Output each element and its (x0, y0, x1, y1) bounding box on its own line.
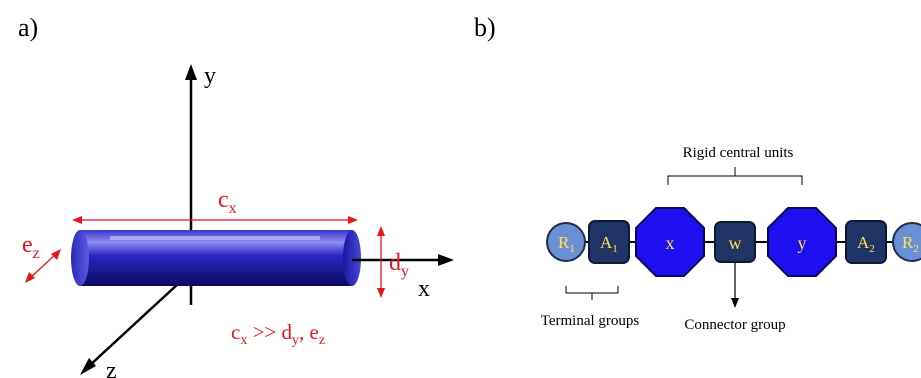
svg-text:w: w (729, 233, 742, 253)
depth-subscript: z (33, 245, 40, 262)
terminal-groups-bracket (565, 286, 619, 300)
panel-a-label: a) (18, 13, 38, 42)
height-label: dy (389, 250, 409, 280)
svg-text:y: y (798, 233, 807, 253)
y-axis-label: y (204, 63, 216, 89)
depth-label: ez (22, 232, 40, 262)
terminal-r1-circle: R1 (546, 222, 586, 262)
length-symbol: c (218, 187, 229, 213)
rigid-units-label: Rigid central units (683, 145, 794, 161)
svg-text:x: x (666, 233, 675, 253)
aspect-ratio-relation: cx >> dy, ez (231, 320, 325, 348)
panel-b: b) Rigid central units R1 A1 x w (474, 13, 921, 333)
connector-group-label: Connector group (684, 317, 785, 333)
rigid-unit-y-octagon: y (767, 207, 837, 277)
z-axis-label: z (106, 358, 117, 378)
x-axis-label: x (418, 276, 430, 302)
height-symbol: d (389, 250, 401, 276)
z-axis (80, 271, 192, 375)
length-dimension-arrow (72, 216, 358, 224)
spacer-a1-square: A1 (588, 220, 630, 264)
height-dimension-arrow (377, 226, 385, 298)
connector-arrow (731, 262, 739, 308)
terminal-groups-label: Terminal groups (541, 313, 640, 329)
panel-b-label: b) (474, 13, 496, 42)
spacer-a2-square: A2 (845, 220, 887, 264)
length-label: cx (218, 187, 237, 217)
svg-text:A1: A1 (600, 233, 618, 255)
svg-text:A2: A2 (857, 233, 875, 255)
rigid-unit-x-octagon: x (635, 207, 705, 277)
terminal-r2-circle: R2 (892, 222, 921, 262)
depth-dimension-arrow (25, 249, 61, 283)
cylinder-rod (71, 230, 361, 286)
connector-w-square: w (714, 221, 756, 263)
rigid-units-bracket (667, 167, 803, 185)
x-axis (352, 254, 454, 266)
length-subscript: x (229, 200, 237, 217)
svg-text:R1: R1 (558, 233, 575, 255)
svg-text:R2: R2 (902, 233, 919, 255)
panel-a: a) y z x cx (18, 13, 454, 378)
depth-symbol: e (22, 232, 33, 258)
height-subscript: y (401, 263, 409, 280)
